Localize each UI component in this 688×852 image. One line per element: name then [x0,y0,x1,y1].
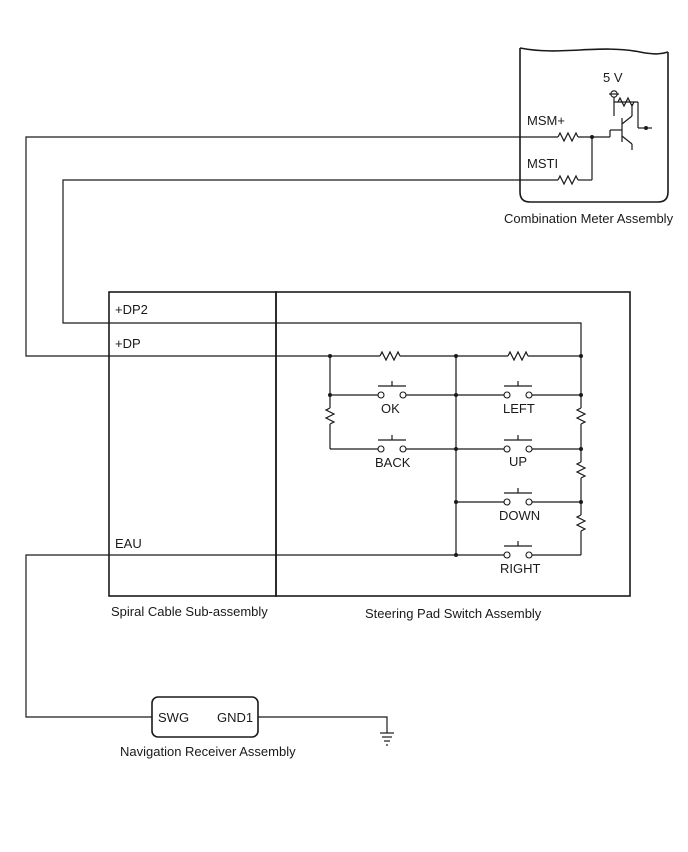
navigation-receiver-title: Navigation Receiver Assembly [120,744,296,759]
pin-msm-plus: MSM+ [527,113,565,128]
spiral-cable-subassembly: +DP2 +DP EAU Spiral Cable Sub-assembly [108,291,277,619]
harness-wires [25,136,520,718]
resistor-right-3 [575,514,587,532]
resistor-top-left [379,350,401,362]
pin-msti: MSTI [527,156,558,171]
switch-ok-label: OK [381,401,400,416]
navigation-receiver-assembly: SWG GND1 Navigation Receiver Assembly [120,696,394,759]
switch-down-label: DOWN [499,508,540,523]
wire-dp2 [62,179,520,324]
resistor-right-2 [575,461,587,479]
meter-broken-edge [519,47,669,55]
msti-resistor [557,174,579,186]
pin-dp2: +DP2 [115,302,148,317]
pin-dp: +DP [115,336,141,351]
pin-gnd1: GND1 [217,710,253,725]
switch-up-label: UP [509,454,527,469]
steering-pad-title: Steering Pad Switch Assembly [365,606,542,621]
pin-swg: SWG [158,710,189,725]
wire-eau-swg [25,554,152,718]
ground-icon [380,732,394,746]
wire-dp [25,136,520,357]
resistor-top-right [507,350,529,362]
combination-meter-title: Combination Meter Assembly [504,211,674,226]
supply-label: 5 V [603,70,623,85]
spiral-cable-title: Spiral Cable Sub-assembly [111,604,268,619]
steering-pad-outline [275,291,631,597]
switch-back-label: BACK [375,455,411,470]
pin-eau: EAU [115,536,142,551]
steering-pad-switch-assembly: OK LEFT BACK UP DOWN [275,291,631,621]
switch-left-label: LEFT [503,401,535,416]
switch-right-label: RIGHT [500,561,541,576]
wire-ground [258,716,388,733]
resistor-right-1 [575,407,587,425]
combination-meter-assembly: MSM+ MSTI 5 V Combination Meter Assembly [504,47,674,226]
meter-outline [519,48,669,203]
resistor-left-vertical [324,407,336,425]
msm-resistor [557,131,579,143]
